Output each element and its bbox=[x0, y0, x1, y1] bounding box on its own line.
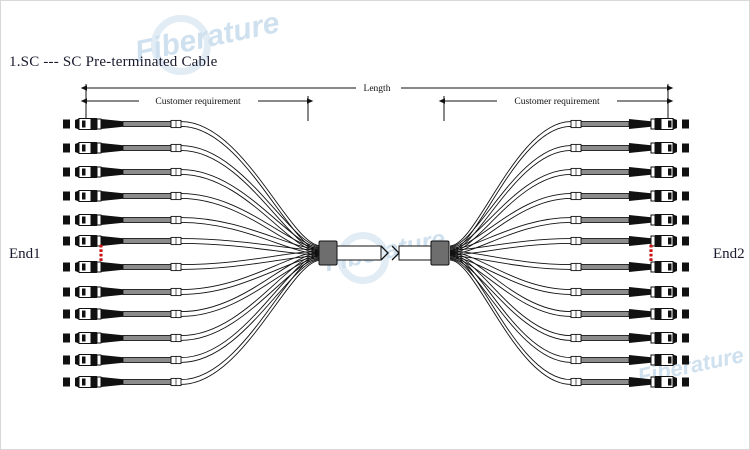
sc-connector bbox=[63, 235, 182, 247]
end2-label: End2 bbox=[713, 246, 745, 262]
fiber-strand bbox=[180, 254, 322, 385]
fiber-strand bbox=[449, 121, 572, 252]
sc-connector bbox=[570, 235, 689, 247]
right-connector-column bbox=[570, 118, 689, 388]
dimension-annotations: Length Customer requirement Customer req… bbox=[80, 84, 674, 121]
end1-label: End1 bbox=[9, 246, 41, 262]
sc-connector bbox=[570, 261, 689, 273]
length-dimension-label: Length bbox=[364, 84, 391, 94]
fiber-strand bbox=[180, 121, 322, 252]
sc-connector bbox=[63, 142, 182, 154]
fiber-strand bbox=[180, 145, 322, 253]
left-fanout-fibers bbox=[180, 121, 322, 385]
sc-connector bbox=[63, 118, 182, 130]
sc-connector bbox=[63, 308, 182, 320]
left-customer-requirement-label: Customer requirement bbox=[155, 97, 241, 107]
fiber-strand bbox=[449, 253, 572, 341]
sc-connector bbox=[570, 142, 689, 154]
right-fanout-fibers bbox=[449, 121, 572, 385]
sc-connector bbox=[570, 118, 689, 130]
sc-connector bbox=[570, 376, 689, 388]
sc-connector bbox=[570, 214, 689, 226]
sc-connector bbox=[63, 261, 182, 273]
fiber-strand bbox=[180, 193, 322, 254]
sc-connector bbox=[63, 214, 182, 226]
sc-connector bbox=[570, 308, 689, 320]
page-title: 1.SC --- SC Pre-terminated Cable bbox=[9, 54, 218, 70]
sc-connector bbox=[570, 286, 689, 298]
right-ellipsis-marker bbox=[649, 244, 653, 261]
sc-connector bbox=[570, 166, 689, 178]
fiber-strand bbox=[180, 169, 322, 253]
sc-connector bbox=[570, 354, 689, 366]
fiber-strand bbox=[449, 145, 572, 253]
sc-connector bbox=[63, 354, 182, 366]
right-customer-requirement-label: Customer requirement bbox=[514, 97, 600, 107]
sc-connector bbox=[63, 190, 182, 202]
fiber-strand bbox=[180, 253, 322, 341]
sc-connector bbox=[63, 166, 182, 178]
sc-connector bbox=[63, 332, 182, 344]
sc-connector bbox=[570, 332, 689, 344]
trunk-cable bbox=[318, 240, 450, 266]
fiber-strand bbox=[449, 254, 572, 385]
sc-connector bbox=[570, 190, 689, 202]
left-connector-column bbox=[63, 118, 182, 388]
sc-connector bbox=[63, 376, 182, 388]
left-ellipsis-marker bbox=[99, 244, 103, 261]
fiber-strand bbox=[180, 253, 322, 363]
fiber-strand bbox=[449, 193, 572, 254]
fiber-strand bbox=[449, 253, 572, 363]
sc-connector bbox=[63, 286, 182, 298]
